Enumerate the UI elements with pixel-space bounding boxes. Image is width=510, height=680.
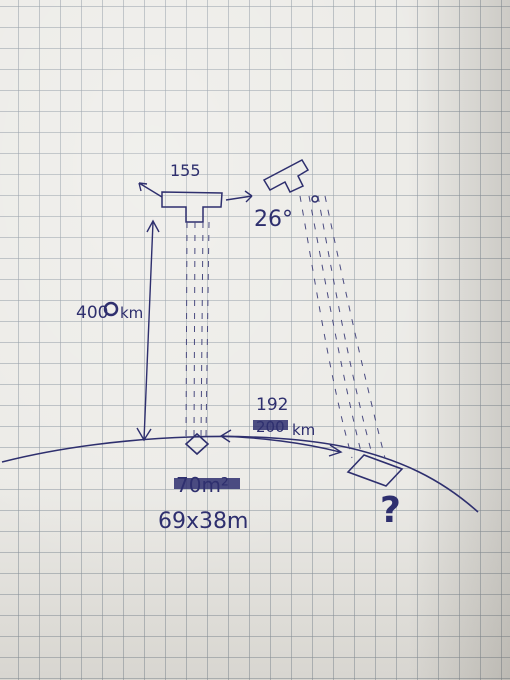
ground-distance-label: 192 200 km: [253, 395, 315, 439]
altitude-arrow-icon: [136, 219, 160, 442]
tilted-view-beam: [299, 195, 386, 459]
width-arrow-left-icon: [138, 182, 163, 198]
tilt-angle-label: 26°: [254, 207, 293, 232]
altitude-scribble: [103, 301, 119, 317]
satellite-tilted-icon: [262, 159, 319, 203]
altitude-label: 400 km: [76, 301, 143, 323]
satellite-width-label: 155: [170, 161, 201, 180]
footprint-size-label: 69x38m: [158, 509, 248, 534]
ground-distance-arrow-icon: [219, 429, 343, 457]
satellite-nadir-icon: [161, 191, 223, 223]
footprint-tilted-icon: [346, 454, 404, 487]
ground-distance-unit: km: [292, 421, 315, 439]
footprint-nadir-icon: [184, 432, 210, 456]
footprint-area-strike: [174, 478, 240, 489]
nadir-view-beam: [185, 221, 210, 441]
ground-distance-strike: [253, 420, 288, 430]
earth-surface-curve: [1, 435, 479, 513]
unknown-footprint-marker: ?: [380, 490, 401, 531]
width-arrow-right-icon: [225, 190, 253, 203]
ground-distance-new: 192: [256, 395, 288, 415]
altitude-unit: km: [120, 304, 143, 322]
altitude-value: 400: [76, 303, 108, 323]
footprint-area-label: 70m²: [174, 473, 240, 497]
